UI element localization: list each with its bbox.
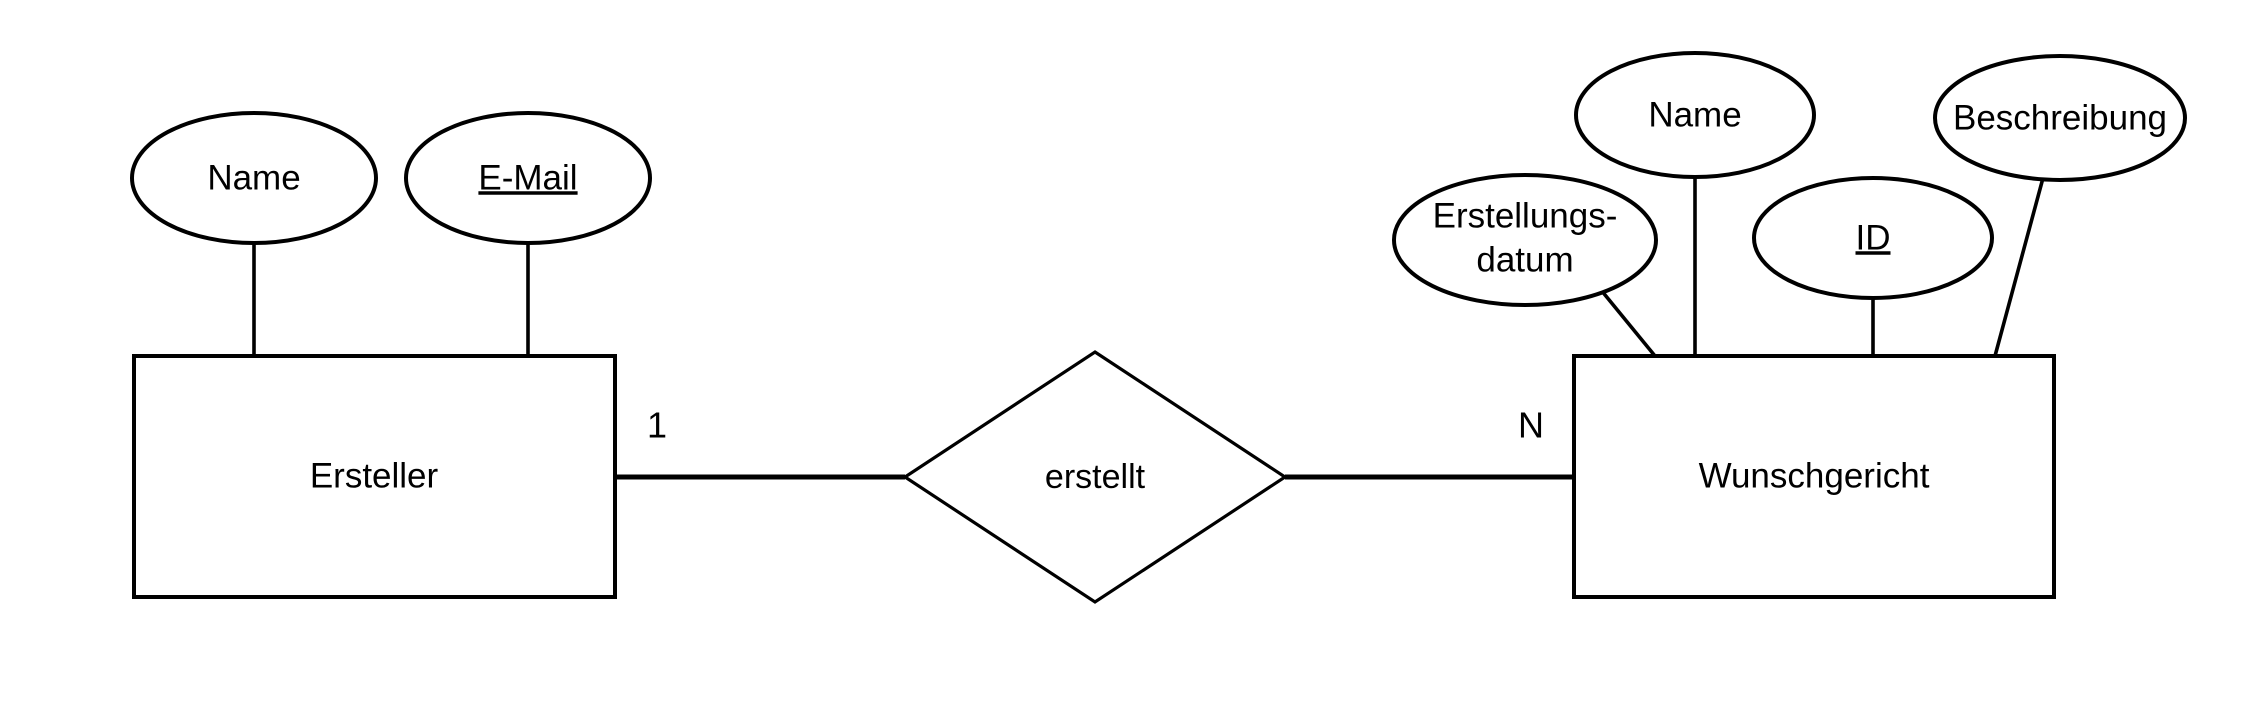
attribute-ellipse-ersteller-name[interactable]: [130, 111, 378, 245]
entity-label-wunschgericht: Wunschgericht: [1699, 456, 1930, 495]
attribute-label-wunschgericht-erstellungsdatum-line1: Erstellungs-: [1433, 196, 1618, 235]
attribute-ellipse-ersteller-email[interactable]: [404, 111, 652, 245]
attribute-label-wunschgericht-erstellungsdatum-line2: datum: [1476, 240, 1573, 279]
attribute-label-wunschgericht-id: ID: [1856, 218, 1891, 257]
attribute-ellipse-wunschgericht-name[interactable]: [1574, 51, 1816, 179]
entity-box-wunschgericht[interactable]: [1572, 354, 2056, 599]
connector-wunschgericht-erstellungsdatum: [1599, 288, 1657, 358]
attribute-ellipse-wunschgericht-id[interactable]: [1752, 176, 1994, 300]
entity-box-ersteller[interactable]: [132, 354, 617, 599]
attribute-label-wunschgericht-beschreibung: Beschreibung: [1953, 98, 2167, 137]
connector-wunschgericht-beschreibung: [1993, 177, 2045, 357]
attribute-ellipse-wunschgericht-beschreibung[interactable]: [1933, 54, 2187, 182]
cardinality-label-left: 1: [647, 405, 667, 446]
relationship-label-erstellt: erstellt: [1045, 458, 1146, 496]
cardinality-label-right: N: [1518, 405, 1544, 446]
entity-label-ersteller: Ersteller: [310, 456, 439, 495]
attribute-label-ersteller-email: E-Mail: [478, 158, 577, 197]
attribute-label-ersteller-name: Name: [207, 158, 300, 197]
attribute-label-wunschgericht-name: Name: [1648, 95, 1741, 134]
relationship-diamond-erstellt[interactable]: [902, 350, 1288, 604]
attribute-ellipse-wunschgericht-erstellungsdatum[interactable]: [1392, 173, 1658, 307]
